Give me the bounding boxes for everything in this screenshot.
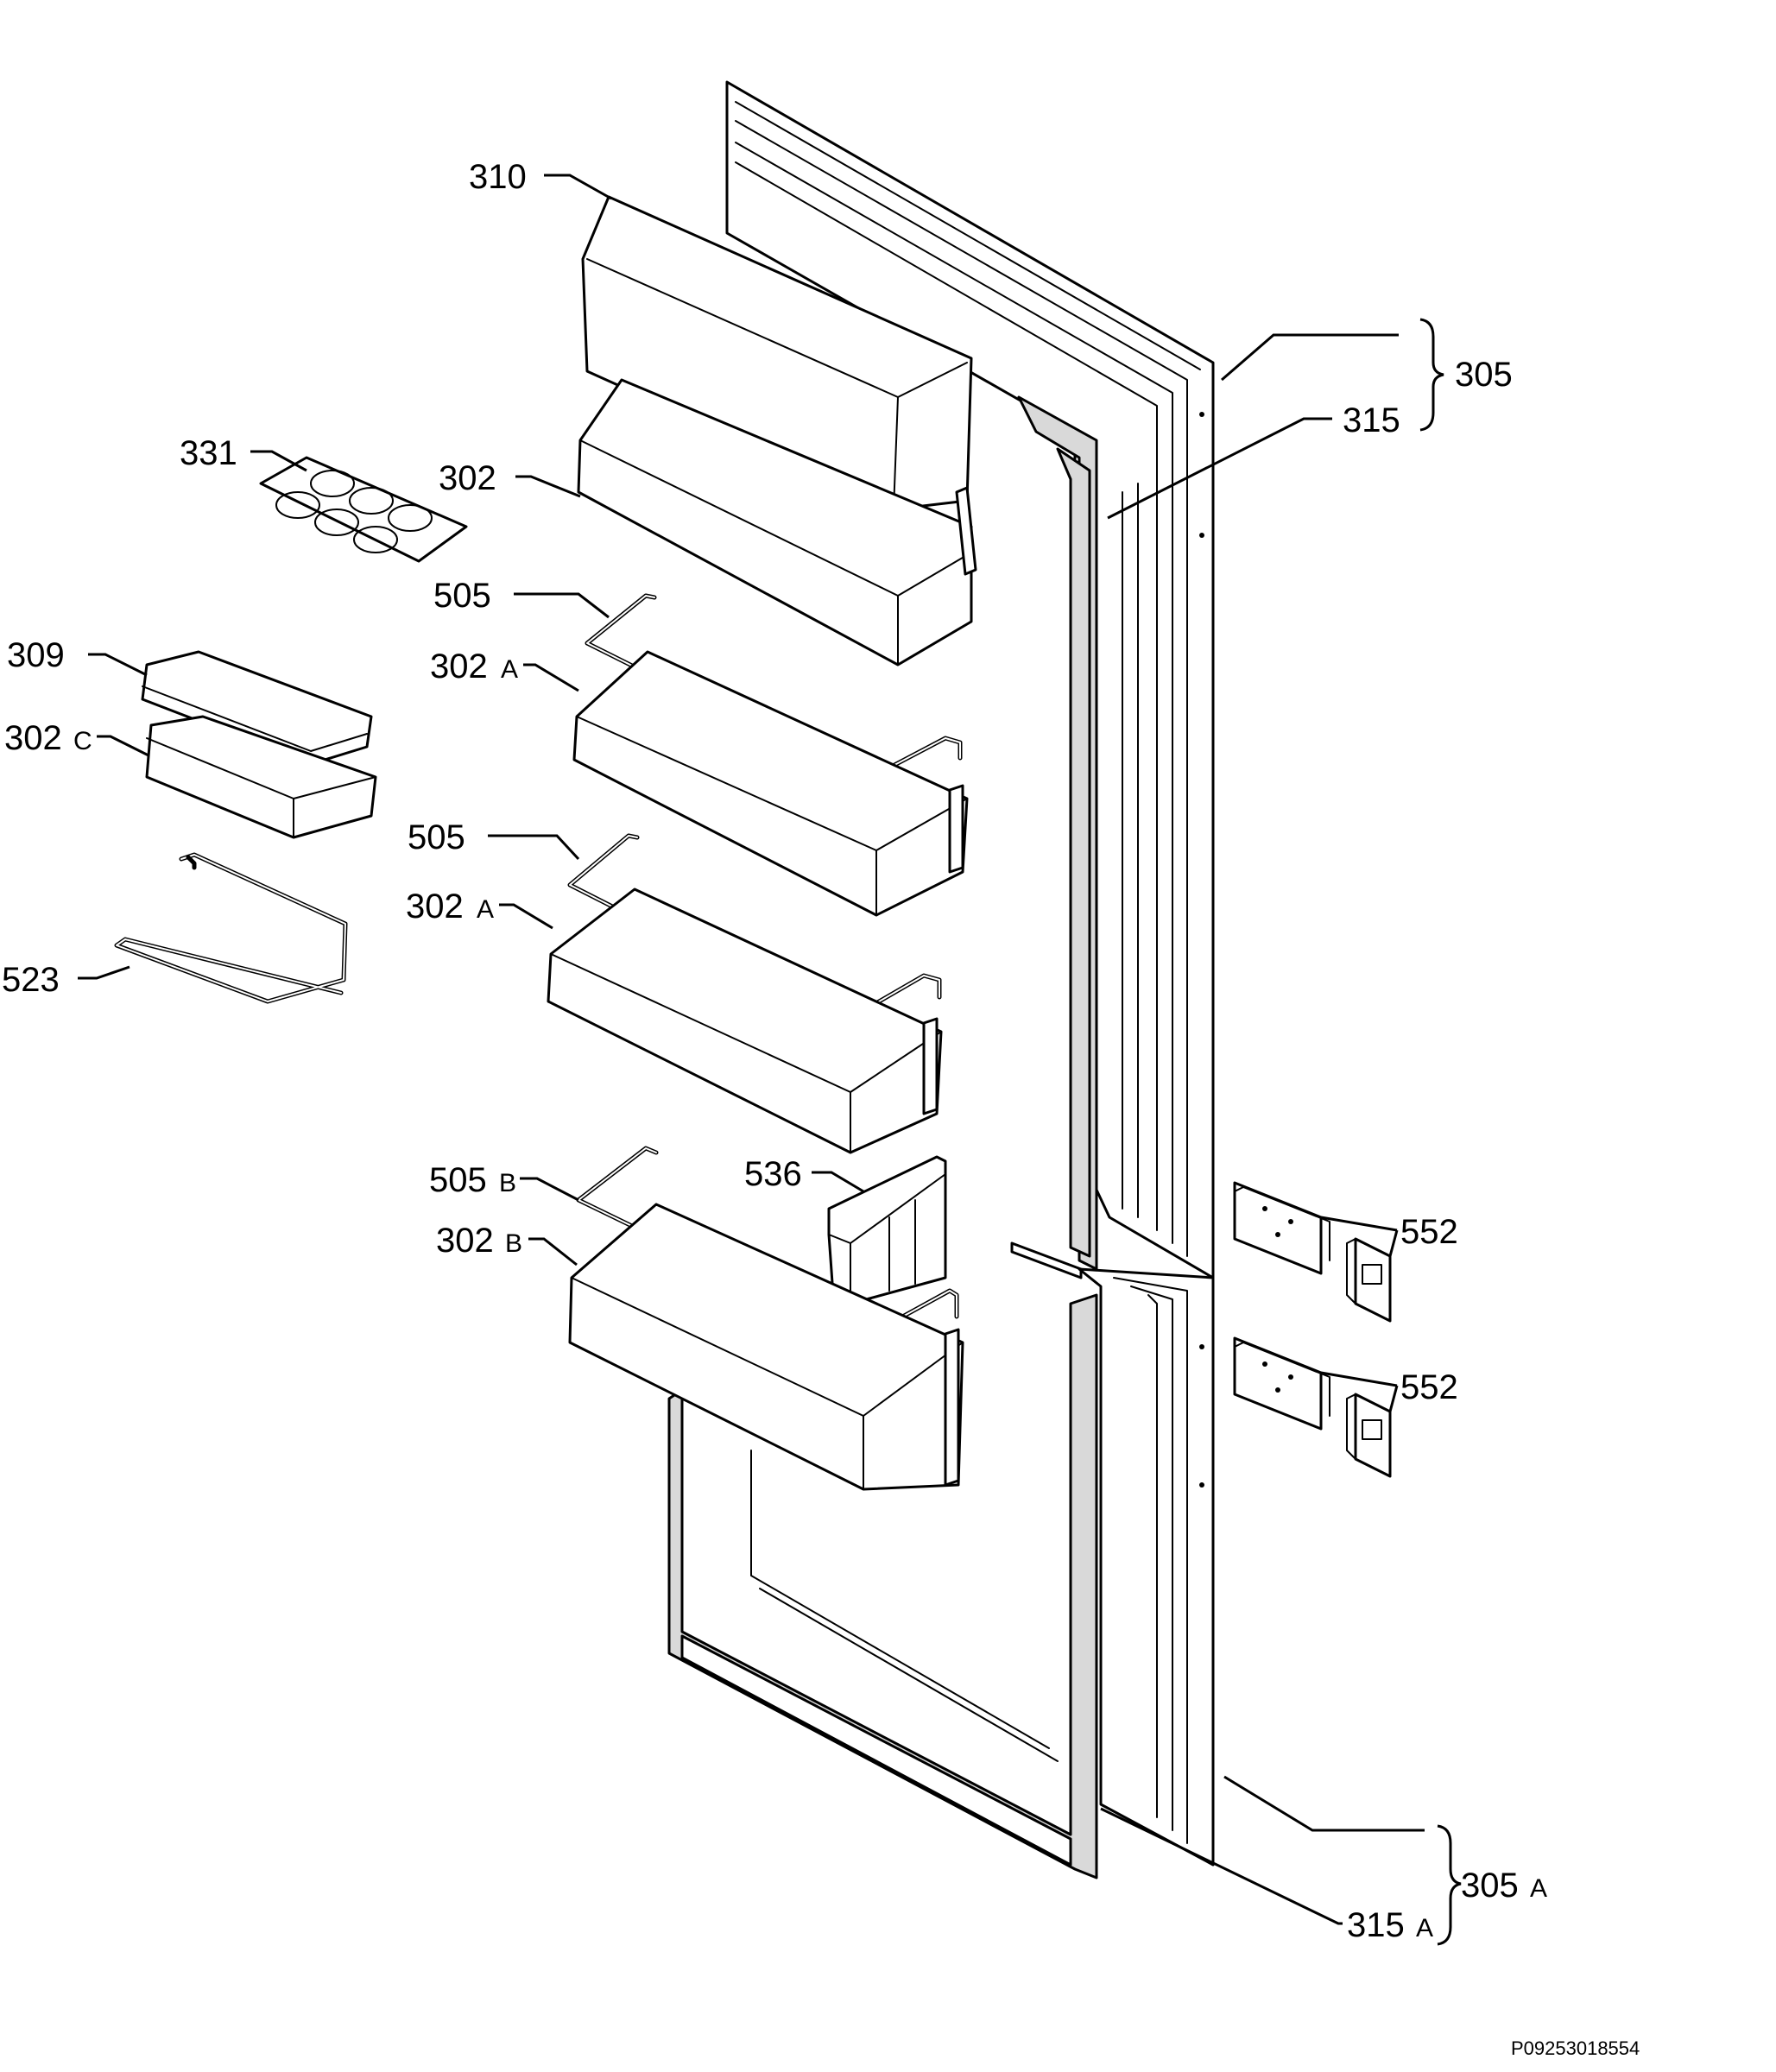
label-331: 331 <box>180 434 237 472</box>
label-302a-upper: 302 <box>430 648 488 685</box>
suffix-305a: A <box>1530 1874 1547 1903</box>
label-523: 523 <box>2 961 60 999</box>
label-305a: 305 <box>1461 1867 1519 1905</box>
part-302a-shelf-1 <box>572 650 969 917</box>
label-302b: 302 <box>436 1222 494 1260</box>
part-552-bracket-upper <box>1233 1181 1392 1323</box>
label-302c: 302 <box>4 719 62 757</box>
label-505-middle: 505 <box>408 818 465 856</box>
drawing-code: P09253018554 <box>1511 2037 1640 2059</box>
part-536-divider <box>827 1155 947 1305</box>
label-315: 315 <box>1343 401 1400 439</box>
suffix-315a: A <box>1416 1914 1433 1942</box>
lower-door-gasket <box>667 1293 1098 1879</box>
part-302-shelf <box>577 378 977 666</box>
suffix-302a-upper: A <box>501 655 518 684</box>
part-302c-butter-tray <box>145 715 377 839</box>
label-505b: 505 <box>429 1161 487 1199</box>
suffix-302b: B <box>505 1229 522 1258</box>
part-309-butter-lid <box>141 650 373 766</box>
upper-door-gasket <box>1010 395 1098 1279</box>
suffix-302a-lower: A <box>477 895 494 924</box>
label-315a: 315 <box>1347 1906 1405 1944</box>
label-302: 302 <box>439 459 496 497</box>
braces <box>1419 318 1462 1946</box>
part-331-egg-tray <box>259 456 468 563</box>
lower-door-panel <box>1078 1267 1215 1867</box>
label-309: 309 <box>7 636 65 674</box>
label-536: 536 <box>744 1155 802 1193</box>
part-labels: 310 331 302 505 302 A 309 302 C 505 302 … <box>2 158 1640 2059</box>
part-302b-shelf <box>568 1203 964 1491</box>
label-305: 305 <box>1455 356 1513 394</box>
label-310: 310 <box>469 158 527 196</box>
leader-lines <box>78 174 1425 1925</box>
suffix-505b: B <box>499 1169 516 1197</box>
label-302a-lower: 302 <box>406 888 464 925</box>
part-302a-shelf-2 <box>547 888 943 1154</box>
part-523-wire-rack <box>114 852 348 1004</box>
label-505-upper: 505 <box>433 577 491 615</box>
label-552-upper: 552 <box>1400 1213 1458 1251</box>
label-552-lower: 552 <box>1400 1368 1458 1406</box>
suffix-302c: C <box>73 727 92 755</box>
part-552-bracket-lower <box>1233 1336 1392 1478</box>
